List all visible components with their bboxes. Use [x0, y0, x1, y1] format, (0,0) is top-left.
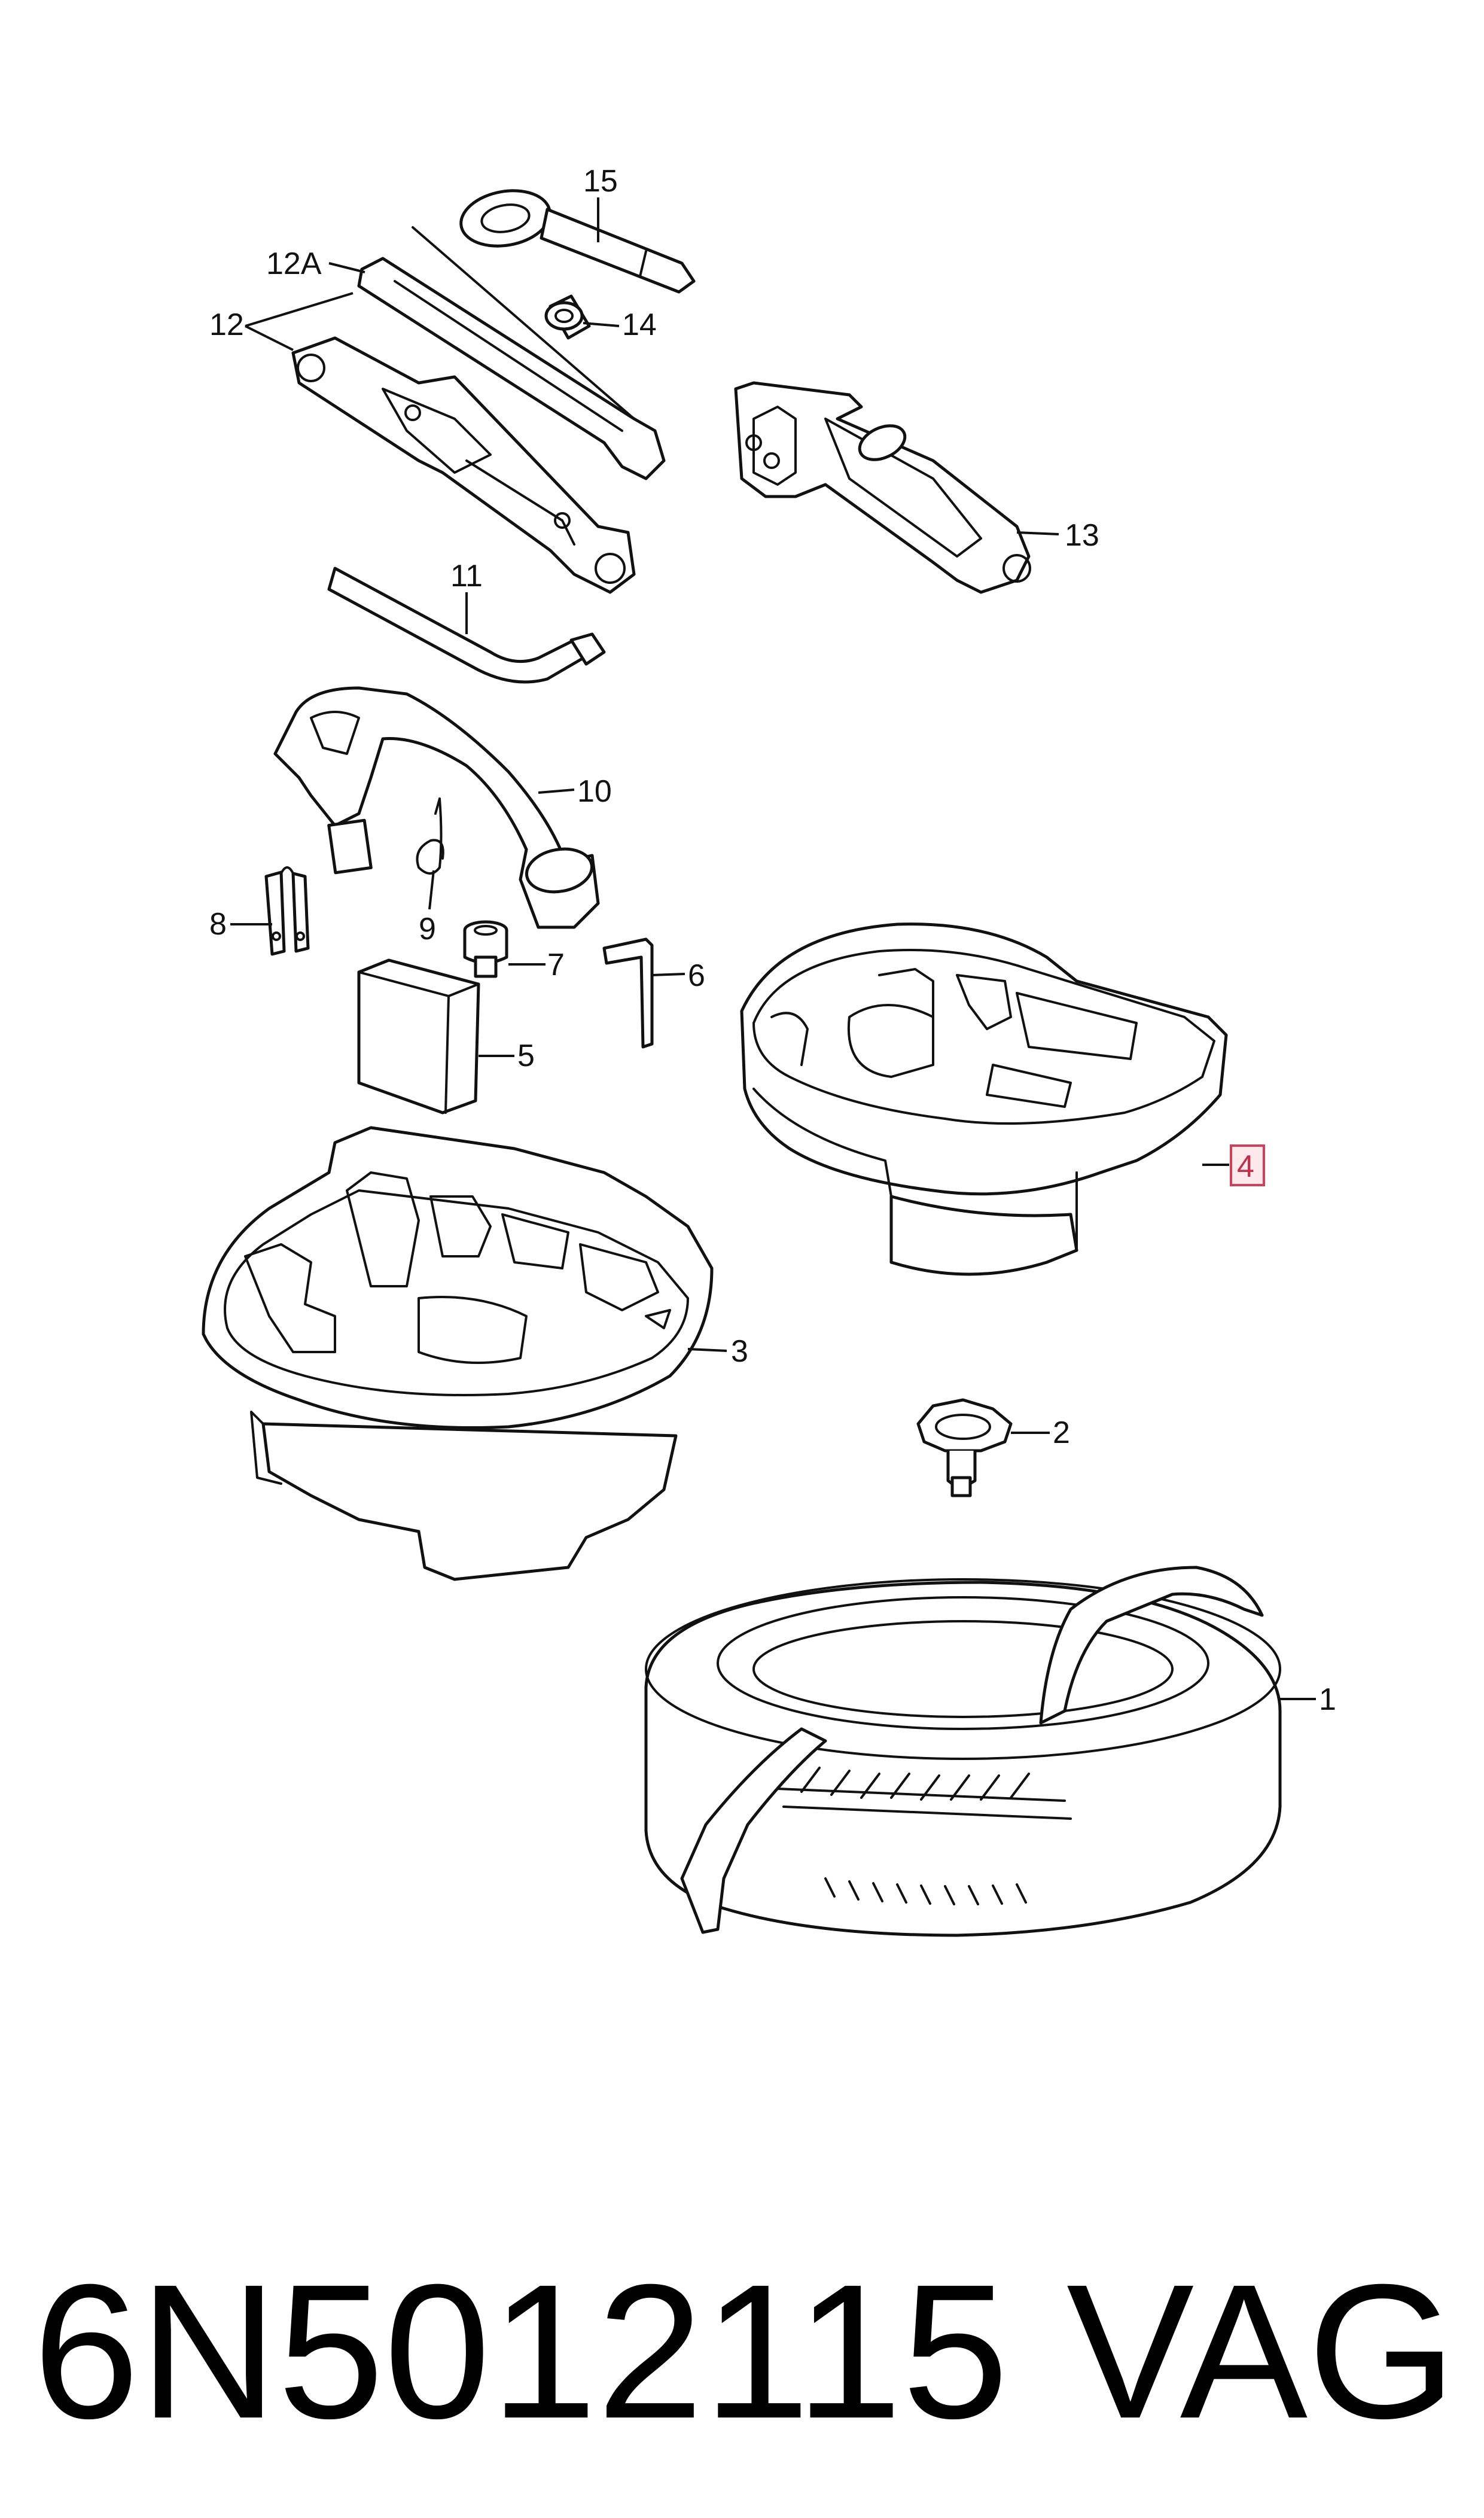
part-5-box [357, 958, 480, 1115]
part-15-brace [459, 189, 696, 294]
part-14-socket [544, 294, 591, 340]
callout-label-10: 10 [577, 774, 612, 809]
callout-15: 15 [583, 164, 618, 242]
part-13-jack [734, 381, 1031, 594]
callout-3: 3 [687, 1334, 748, 1369]
callout-9: 9 [419, 870, 436, 946]
callout-10: 10 [538, 774, 612, 809]
callout-label-9: 9 [419, 912, 436, 946]
part-6-allen-key [602, 937, 654, 1049]
part-9-clip [416, 797, 444, 875]
part-8-bracket [264, 866, 310, 956]
callout-label-2: 2 [1053, 1415, 1070, 1450]
callout-4-highlighted: 4 [1202, 1144, 1265, 1186]
callout-5: 5 [479, 1039, 535, 1073]
callout-label-12: 12 [209, 307, 244, 342]
part-number: 6N5012115 [33, 2244, 1009, 2458]
callout-8: 8 [209, 907, 272, 942]
callout-12a: 12A [266, 246, 365, 281]
callout-label-8: 8 [209, 907, 227, 942]
callout-label-13: 13 [1065, 518, 1099, 553]
part-11-rod [327, 567, 606, 684]
part-12-jack [291, 226, 666, 594]
callout-4-highlight-box [1230, 1144, 1265, 1186]
callout-label-15: 15 [583, 164, 618, 199]
callout-12: 12 [209, 292, 354, 351]
callout-6: 6 [651, 958, 705, 993]
callout-label-12a: 12A [266, 246, 322, 281]
part-1-spare-tyre [644, 1566, 1282, 1937]
callout-label-5: 5 [517, 1039, 535, 1073]
callout-label-7: 7 [547, 948, 565, 982]
part-4-foam-insert [740, 922, 1228, 1276]
callout-13: 13 [1016, 518, 1099, 553]
callout-label-11: 11 [450, 559, 483, 593]
callout-label-3: 3 [731, 1334, 748, 1369]
callout-2: 2 [1011, 1415, 1070, 1450]
callout-14: 14 [583, 307, 657, 342]
part-7-bolt [463, 920, 508, 978]
part-2-centre-bolt [916, 1398, 1013, 1497]
callout-11: 11 [450, 559, 483, 634]
part-3-foam-insert [202, 1126, 714, 1581]
callout-1: 1 [1280, 1682, 1336, 1717]
part-number-caption: 6N5012115 VAG [33, 2225, 1456, 2477]
callout-label-6: 6 [688, 958, 705, 993]
callout-label-14: 14 [622, 307, 657, 342]
callout-7: 7 [508, 948, 565, 982]
callout-label-4: 4 [1237, 1149, 1254, 1184]
part-10-wrench [273, 686, 600, 929]
callout-label-1: 1 [1319, 1682, 1336, 1717]
brand-name: VAG [1066, 2244, 1456, 2458]
